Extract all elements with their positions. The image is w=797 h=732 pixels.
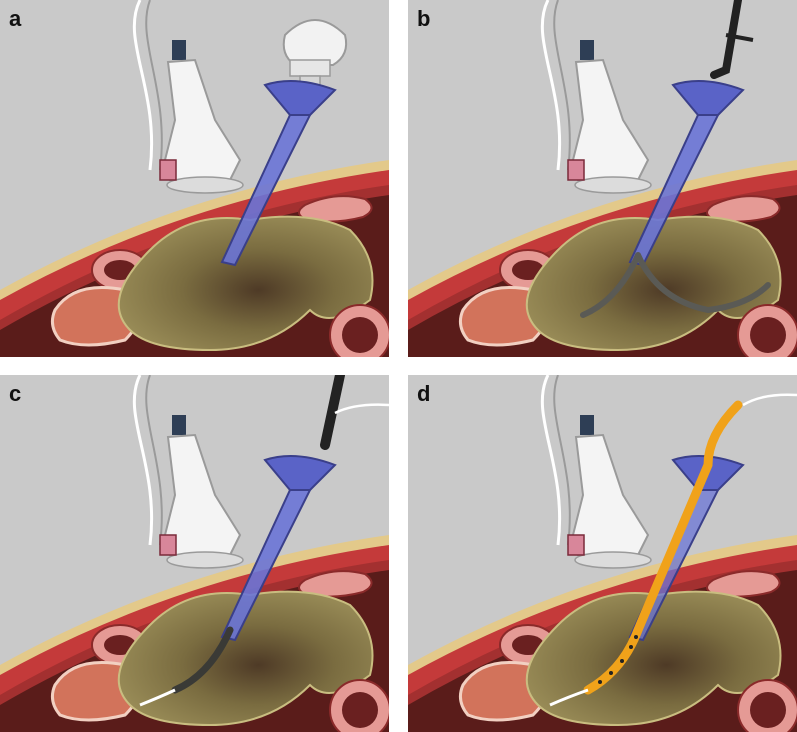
panel-label: b <box>417 6 431 31</box>
panel-a-illustration <box>0 0 389 357</box>
guidewire-tip <box>139 688 176 707</box>
needle-hub <box>725 33 754 42</box>
guidewire-icon <box>334 403 389 415</box>
ultrasound-probe-icon <box>132 375 244 569</box>
guidewire-icon <box>742 393 797 407</box>
panel-d: d <box>408 375 797 732</box>
guidewire-icon <box>580 252 771 318</box>
panel-label: d <box>417 381 431 406</box>
ultrasound-probe-icon <box>540 0 652 194</box>
panel-b: b <box>408 0 797 357</box>
trocar-icon <box>220 80 337 267</box>
panel-c: c <box>0 375 389 732</box>
needle-icon <box>320 375 345 450</box>
panel-b-illustration <box>408 0 797 357</box>
trocar-icon <box>628 80 745 267</box>
bowel-lumen <box>750 317 786 353</box>
panel-c-illustration <box>0 375 389 732</box>
guidewire-icon <box>171 626 234 694</box>
drain-side-holes <box>598 635 638 684</box>
bowel-lumen <box>750 692 786 728</box>
panel-a: a <box>0 0 389 357</box>
bowel-loop-icon <box>298 570 373 598</box>
drain-catheter-icon <box>583 400 743 695</box>
ultrasound-probe-icon <box>132 0 244 194</box>
ultrasound-probe-icon <box>540 375 652 569</box>
panel-d-illustration <box>408 375 797 732</box>
panel-label: c <box>9 381 22 406</box>
panel-label: a <box>9 6 22 31</box>
bowel-loop-icon <box>298 195 373 223</box>
guidewire-tip <box>549 688 589 707</box>
needle-icon <box>710 0 742 79</box>
bowel-loop-icon <box>706 195 781 223</box>
bowel-lumen <box>342 317 378 353</box>
trocar-icon <box>220 455 337 642</box>
needle-icon <box>282 19 348 91</box>
bowel-loop-icon <box>706 570 781 598</box>
bowel-lumen <box>342 692 378 728</box>
